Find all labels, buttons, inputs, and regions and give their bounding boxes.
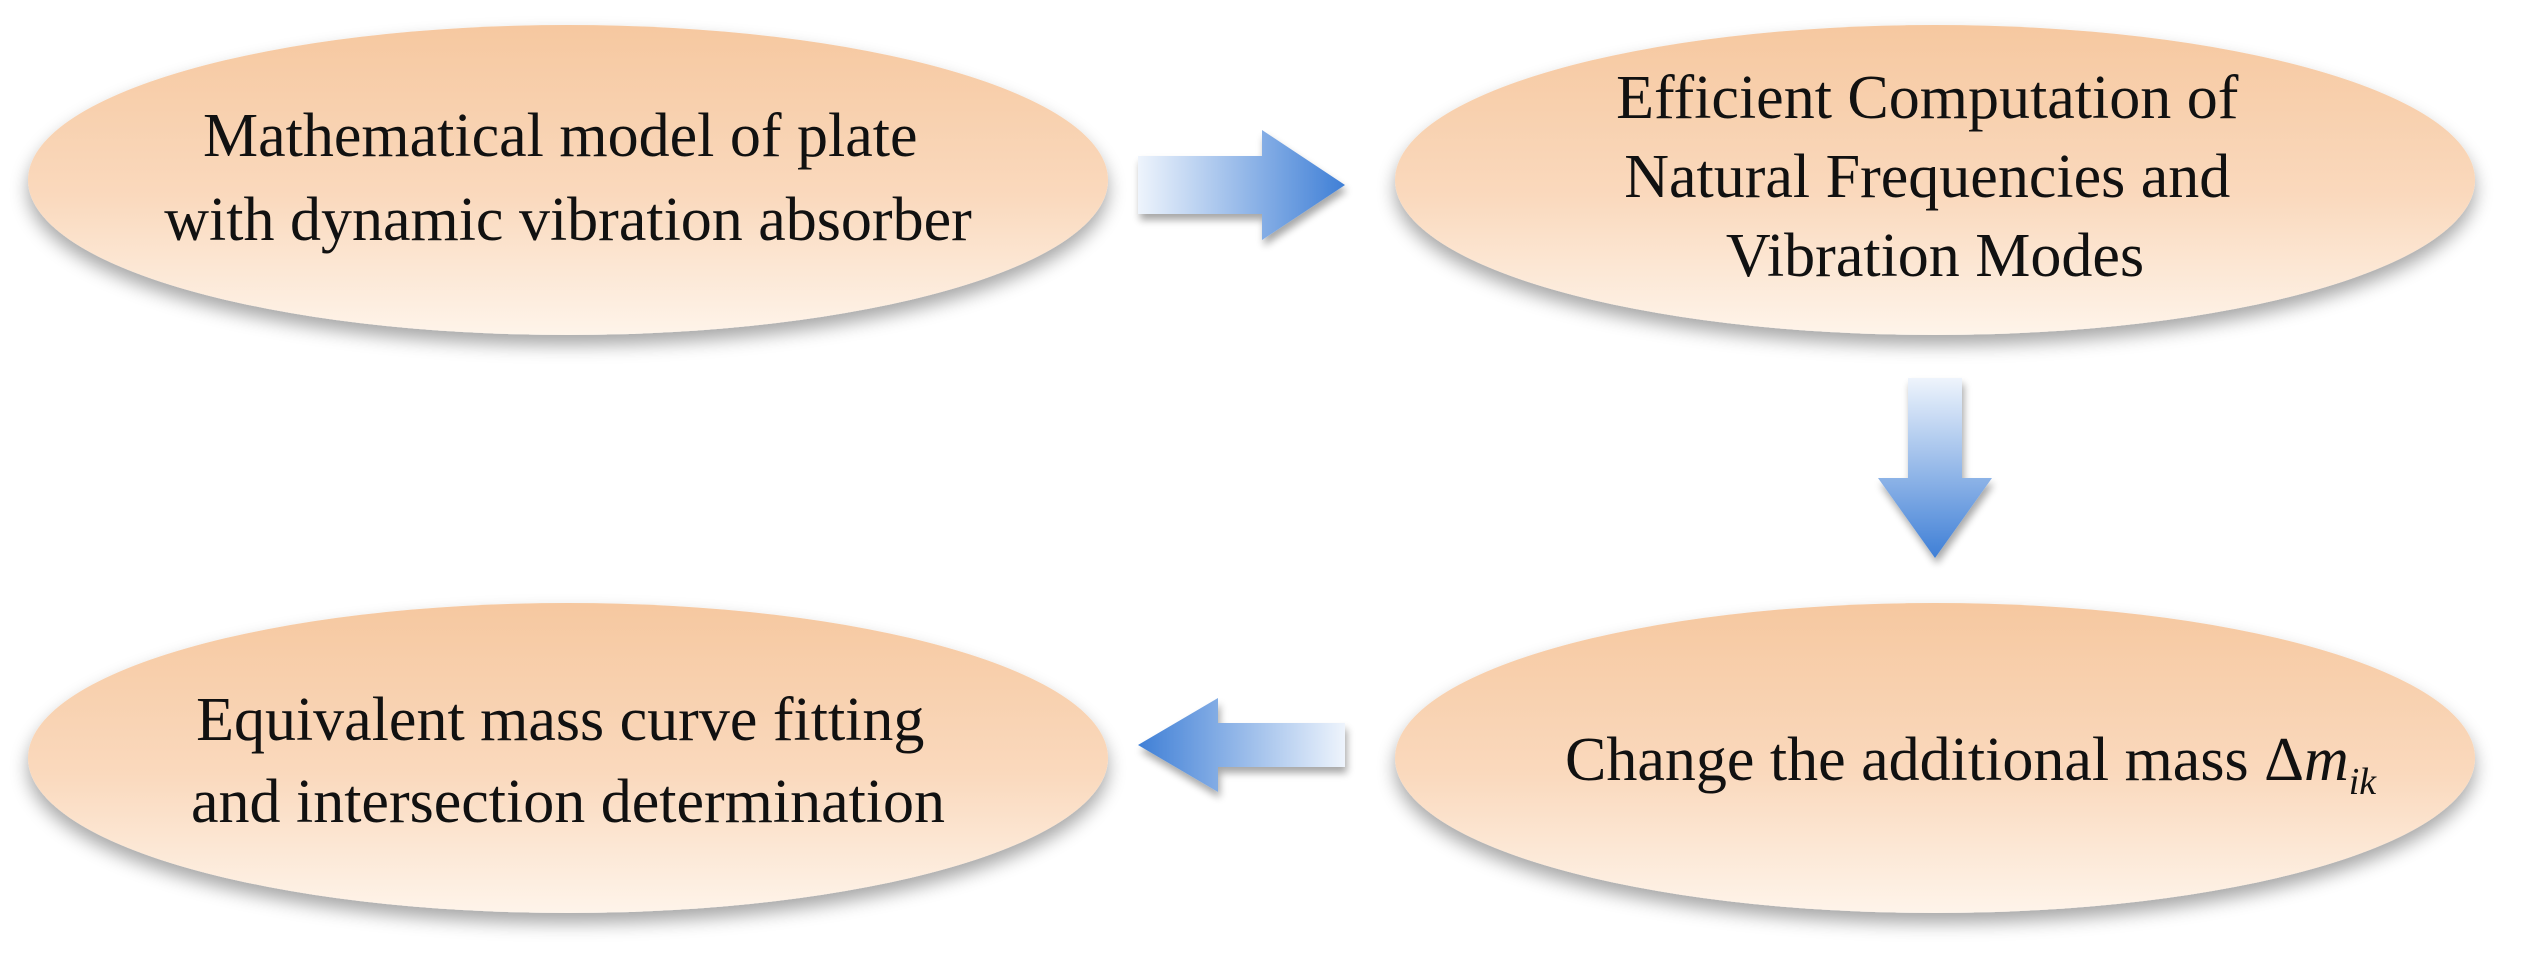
node-change-mass: Change the additional mass Δmik — [1395, 603, 2475, 913]
node-label-line: Natural Frequencies and — [1624, 143, 2230, 211]
node-mathematical-model: Mathematical model of plate with dynamic… — [28, 25, 1108, 335]
node-label-line: Vibration Modes — [1726, 222, 2144, 290]
node-label: Mathematical model of plate with dynamic… — [164, 102, 972, 254]
node-efficient-computation: Efficient Computation of Natural Frequen… — [1395, 25, 2475, 335]
node-label: Equivalent mass curve fitting and inters… — [191, 686, 945, 836]
node-label-text: Change the additional mass — [1565, 726, 2264, 794]
node-label-line: Equivalent mass curve fitting — [196, 686, 924, 754]
node-ellipse — [28, 603, 1108, 913]
node-ellipse — [1395, 25, 2475, 335]
node-curve-fitting: Equivalent mass curve fitting and inters… — [28, 603, 1108, 913]
node-label-line: Mathematical model of plate — [203, 102, 917, 170]
arrow-right-icon — [1138, 130, 1345, 240]
node-ellipse — [1395, 603, 2475, 913]
node-label: Change the additional mass Δmik — [1565, 726, 2377, 803]
node-label-line: Efficient Computation of — [1616, 64, 2239, 132]
node-ellipse — [28, 25, 1108, 335]
mass-variable: m — [2304, 726, 2349, 794]
arrow-left-icon — [1138, 698, 1345, 792]
delta-symbol: Δ — [2264, 726, 2304, 794]
node-label: Efficient Computation of Natural Frequen… — [1616, 64, 2254, 290]
node-label-line: and intersection determination — [191, 768, 945, 836]
mass-subscript: ik — [2349, 761, 2378, 803]
node-label-line: with dynamic vibration absorber — [164, 186, 972, 254]
arrow-down-icon — [1878, 378, 1992, 558]
